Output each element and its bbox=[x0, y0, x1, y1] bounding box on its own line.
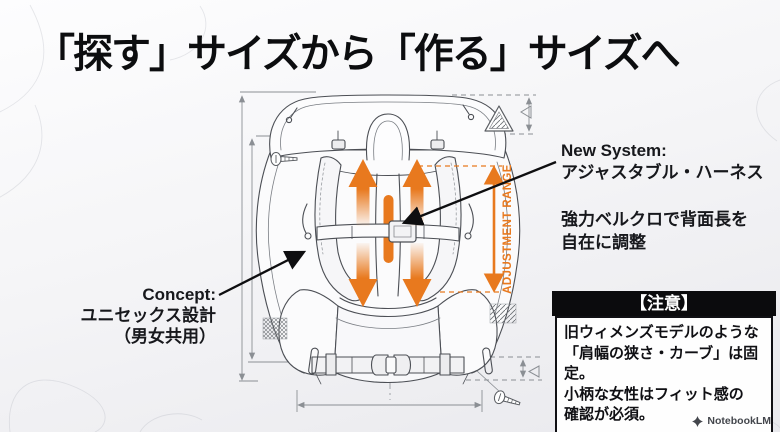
caution-line: 「肩幅の狭さ・カーブ」は固定。 bbox=[564, 344, 759, 383]
up-arrow-left bbox=[348, 159, 378, 226]
sternum-strap bbox=[316, 220, 460, 243]
caution-title: 【注意】 bbox=[552, 291, 776, 316]
annotation-arrows bbox=[218, 160, 557, 297]
up-arrow-right bbox=[402, 159, 432, 226]
caution-line: 確認が必須。 bbox=[564, 406, 655, 423]
screw-icon-left bbox=[270, 152, 298, 166]
crosshatch-swatch bbox=[262, 317, 288, 340]
concept-annotation: Concept: ユニセックス設計 （男女共用） bbox=[40, 284, 217, 347]
caution-body: 旧ウィメンズモデルのような 「肩幅の狭さ・カーブ」は固定。 小柄な女性はフィット… bbox=[555, 316, 773, 432]
adjustment-range-label: ADJUSTMENT RANGE bbox=[502, 164, 514, 294]
new-system-detail-line2: 自在に調整 bbox=[561, 233, 646, 252]
down-arrow-left bbox=[348, 243, 378, 307]
new-system-arrow bbox=[401, 160, 557, 226]
new-system-subheading: アジャスタブル・ハーネス bbox=[561, 163, 764, 182]
caution-line: 旧ウィメンズモデルのような bbox=[564, 324, 759, 341]
concept-heading: Concept: bbox=[142, 285, 216, 304]
screw-icon-bottom-right bbox=[493, 390, 521, 406]
adjustment-arrows bbox=[348, 159, 432, 307]
drafting-icons bbox=[262, 105, 521, 406]
caution-line: 小柄な女性はフィット感の bbox=[564, 385, 744, 403]
new-system-detail: 強力ベルクロで背面長を 自在に調整 bbox=[561, 208, 748, 254]
notebooklm-logo-icon bbox=[692, 415, 704, 427]
concept-arrow bbox=[218, 250, 307, 297]
footer-brand-label: NotebookLM bbox=[707, 415, 771, 427]
concept-line2: （男女共用） bbox=[114, 327, 216, 346]
footer-brand: NotebookLM bbox=[692, 415, 771, 427]
triangle-marker-top bbox=[520, 105, 532, 119]
diagonal-hatch-swatch bbox=[489, 303, 517, 324]
caution-box: 【注意】 旧ウィメンズモデルのような 「肩幅の狭さ・カーブ」は固定。 小柄な女性… bbox=[552, 291, 776, 432]
hip-buckle bbox=[370, 354, 412, 376]
new-system-detail-line1: 強力ベルクロで背面長を bbox=[561, 210, 748, 229]
down-arrow-right bbox=[402, 243, 432, 307]
new-system-heading: New System: bbox=[561, 141, 667, 160]
new-system-annotation: New System: アジャスタブル・ハーネス bbox=[561, 140, 763, 184]
slide-title: 「探す」サイズから「作る」サイズへ bbox=[35, 32, 681, 76]
triangle-marker-bottom bbox=[527, 365, 540, 378]
adjustment-range-indicator: ADJUSTMENT RANGE bbox=[418, 164, 514, 294]
warning-triangle-icon bbox=[484, 105, 514, 132]
concept-line1: ユニセックス設計 bbox=[80, 306, 217, 325]
